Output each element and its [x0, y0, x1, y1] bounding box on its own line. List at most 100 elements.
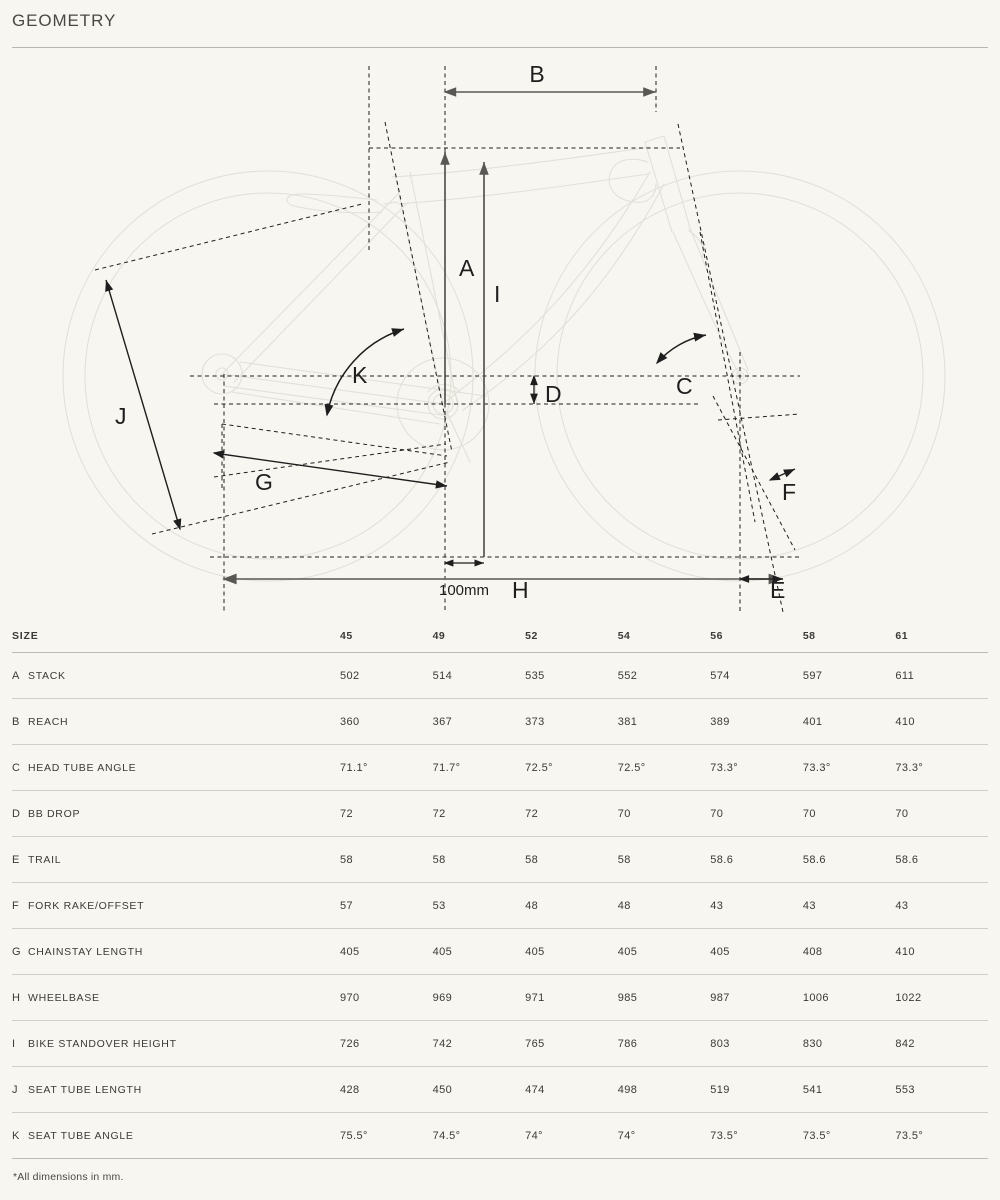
cell-value: 803	[710, 1037, 730, 1050]
size-value: 61	[895, 630, 909, 642]
row-letter: I	[12, 1037, 16, 1050]
cell-value: 987	[710, 991, 730, 1004]
callout-label-K: K	[352, 362, 368, 388]
callout-label-A: A	[459, 255, 475, 281]
size-value: 58	[802, 630, 816, 642]
column-header-56: 56	[710, 620, 803, 653]
angle-arc-seat-tube	[324, 328, 405, 417]
cell-value: 535	[525, 669, 545, 682]
cell-value: 553	[895, 1083, 915, 1096]
cell-value: 367	[432, 715, 453, 728]
cell-value: 75.5°	[340, 1129, 368, 1142]
cell-value: 73.3°	[895, 761, 924, 774]
row-letter: F	[12, 899, 20, 912]
cell-value: 58	[617, 853, 631, 866]
cell-value: 474	[525, 1083, 545, 1096]
table-head: SIZE 45 49 52 54 56 58 61	[12, 620, 988, 653]
size-value: 54	[617, 630, 631, 642]
callout-label-E: E	[770, 577, 785, 603]
row-letter: J	[12, 1083, 18, 1096]
cell-value: 74°	[617, 1129, 636, 1142]
callout-label-J: J	[115, 403, 127, 429]
cell-value: 70	[802, 807, 816, 820]
cell-value: 428	[340, 1083, 360, 1096]
ext-fork-offset-ref	[712, 395, 796, 551]
cell-value: 360	[340, 715, 360, 728]
cell-value: 519	[710, 1083, 730, 1096]
callout-label-F: F	[782, 479, 796, 505]
cell-value: 552	[617, 669, 638, 682]
cell-value: 58.6	[895, 853, 919, 866]
cell-value: 72.5°	[525, 761, 553, 774]
table-header-row: SIZE 45 49 52 54 56 58 61	[12, 620, 988, 653]
callout-label-I: I	[494, 281, 500, 307]
ext-chainstay-upper	[221, 423, 448, 457]
dimension-line-chainstay	[212, 450, 448, 489]
crank-arm	[442, 403, 471, 463]
seat-tube	[394, 174, 444, 405]
cell-value: 970	[340, 991, 360, 1004]
column-header-49: 49	[433, 620, 526, 653]
cell-value: 73.5°	[895, 1129, 924, 1142]
bicycle-outline-artwork	[62, 135, 946, 582]
row-letter: H	[12, 991, 21, 1004]
bb-junction	[427, 383, 461, 393]
row-name: SEAT TUBE ANGLE	[28, 1129, 134, 1142]
row-name: CHAINSTAY LENGTH	[28, 945, 144, 958]
row-letter: C	[12, 761, 21, 774]
column-header-61: 61	[895, 620, 988, 653]
front-hub-inner	[735, 371, 745, 381]
chainstay-b	[223, 385, 449, 417]
cell-value: 597	[802, 669, 823, 682]
row-letter: D	[12, 807, 21, 820]
size-value: 56	[710, 630, 723, 642]
size-value: 52	[525, 630, 538, 642]
seatstay-b	[233, 201, 409, 383]
cell-value: 74.5°	[432, 1129, 461, 1142]
cell-value: 405	[710, 945, 730, 958]
cell-value: 71.1°	[340, 761, 368, 774]
page-title: GEOMETRY	[12, 11, 117, 30]
cell-value: 73.3°	[710, 761, 739, 774]
cell-value: 1006	[802, 991, 829, 1004]
cell-value: 830	[802, 1037, 823, 1050]
head-tube-cap	[644, 135, 665, 143]
cell-value: 72	[340, 807, 354, 820]
cell-value: 48	[617, 899, 631, 912]
cell-value: 58	[525, 853, 539, 866]
row-letter: K	[12, 1129, 20, 1142]
column-header-58: 58	[803, 620, 896, 653]
down-tube-b	[462, 183, 665, 411]
callout-label-H: H	[512, 577, 529, 603]
cell-value: 72.5°	[617, 761, 646, 774]
cell-value: 73.5°	[710, 1129, 739, 1142]
cell-value: 58.6	[710, 853, 734, 866]
ext-head-axis	[677, 123, 784, 612]
callout-label-B: B	[529, 61, 544, 87]
cell-value: 541	[802, 1083, 823, 1096]
cell-value: 450	[432, 1083, 453, 1096]
column-header-size: SIZE	[12, 620, 340, 653]
cell-value: 48	[525, 899, 539, 912]
fork-blade	[672, 231, 740, 375]
cell-value: 842	[895, 1037, 915, 1050]
front-brake	[687, 229, 704, 259]
cell-value: 498	[617, 1083, 638, 1096]
column-header-54: 54	[618, 620, 711, 653]
cell-value: 765	[525, 1037, 545, 1050]
cell-value: 74°	[525, 1129, 543, 1142]
row-label-cell: K SEAT TUBE ANGLE	[12, 1113, 340, 1159]
